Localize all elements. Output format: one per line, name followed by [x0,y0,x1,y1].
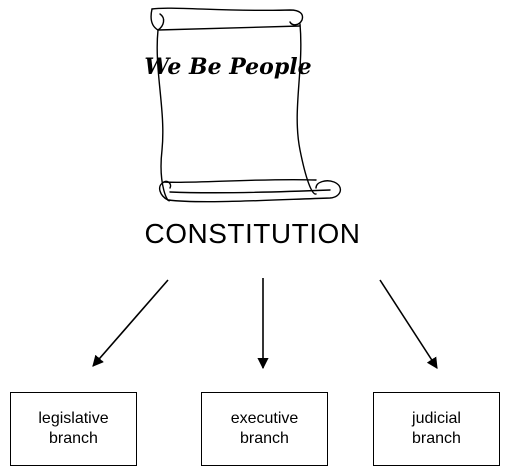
executive-branch-box: executive branch [201,392,328,466]
executive-branch-label: executive branch [230,410,299,447]
legislative-branch-label: legislative branch [38,410,109,447]
judicial-branch-box: judicial branch [373,392,500,466]
arrow-to-legislative [92,279,169,367]
judicial-branch-label: judicial branch [412,410,461,447]
legislative-branch-box: legislative branch [10,392,137,466]
arrow-to-judicial [379,279,438,369]
scroll-script-text: We Be People [144,54,311,80]
constitution-heading: CONSTITUTION [144,218,361,249]
